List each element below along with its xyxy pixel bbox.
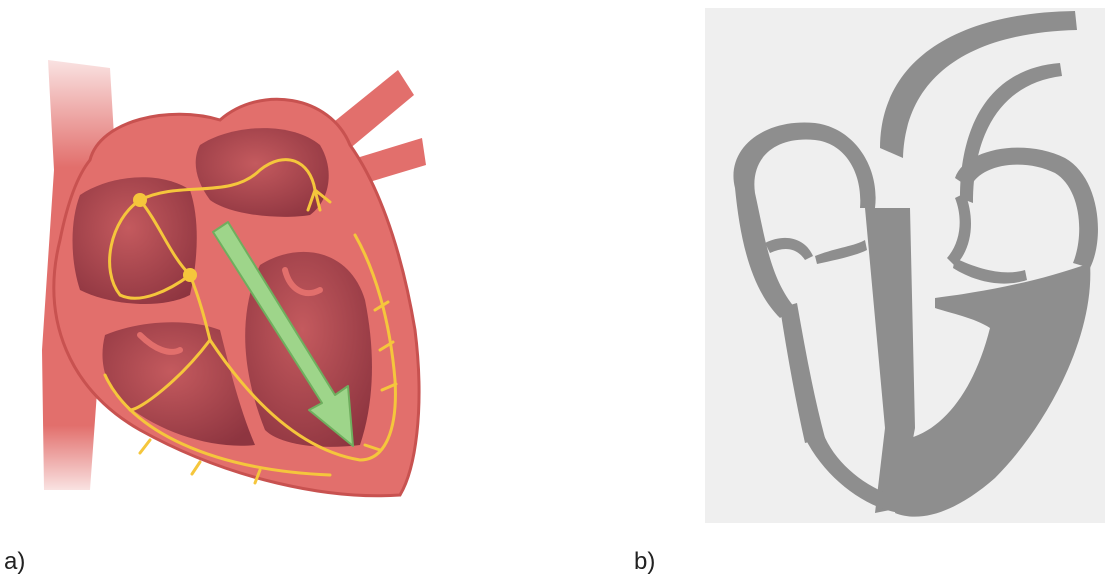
heart-illustration: [30, 50, 440, 510]
atrioventricular-node: [183, 268, 197, 282]
heart-model-panel: [705, 8, 1105, 523]
heart-illustration-panel: [30, 50, 440, 510]
heart-model: [705, 8, 1105, 523]
panel-b-caption: b): [634, 548, 655, 576]
sinoatrial-node: [133, 193, 147, 207]
panel-a-caption: a): [4, 548, 25, 576]
